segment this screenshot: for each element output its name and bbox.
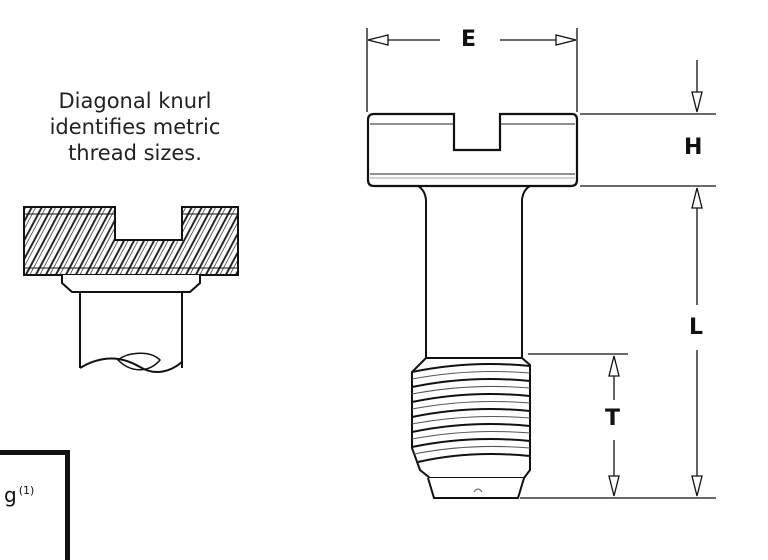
caption-line-2: identifies metric [49, 115, 221, 139]
caption-line-3: thread sizes. [68, 141, 202, 165]
dimension-label-e: E [461, 27, 477, 52]
dimension-label-h: H [684, 135, 703, 160]
table-stub-text: g(1) [4, 483, 34, 507]
caption-line-1: Diagonal knurl [58, 89, 212, 113]
dimension-label-t: T [605, 406, 621, 431]
captive-screw-drawing [366, 112, 579, 499]
table-corner-box [0, 450, 70, 560]
knurl-caption: Diagonal knurl identifies metric thread … [0, 88, 270, 166]
footnote-marker: (1) [18, 484, 35, 497]
dimension-label-l: L [689, 315, 704, 340]
dimension-lines [366, 28, 716, 499]
knurled-head-detail [23, 206, 239, 374]
table-stub-label: g [4, 483, 17, 507]
